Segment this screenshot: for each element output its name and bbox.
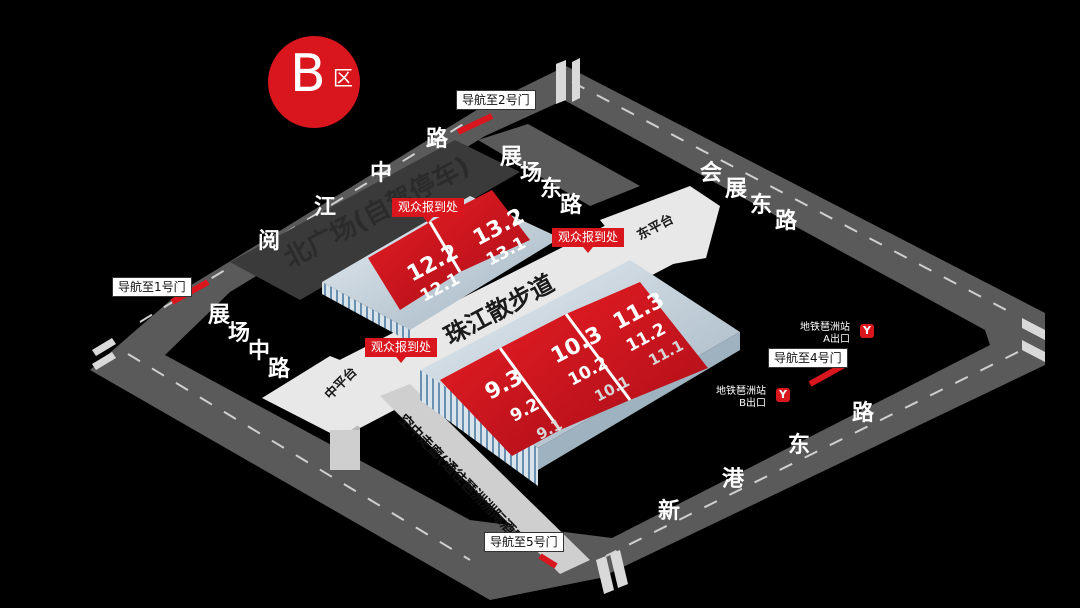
svg-text:阅: 阅 [258,229,280,254]
svg-text:场: 场 [228,321,250,346]
svg-text:展: 展 [725,177,747,202]
metro-exit-a-line2: A出口 [823,334,850,345]
hall-9 [440,348,560,456]
svg-text:东: 东 [540,176,562,202]
svg-text:江: 江 [314,195,336,220]
metro-icon: Y [776,388,790,402]
walkway-deck [300,208,700,428]
registration-tag-middle[interactable]: 观众报到处 [365,338,438,363]
crosswalks [92,58,1045,594]
svg-text:路: 路 [268,356,291,382]
registration-tag-north[interactable]: 观众报到处 [392,198,465,223]
hall-11 [566,282,708,400]
svg-text:会: 会 [700,160,722,186]
gate-1-nav-button[interactable]: 导航至1号门 [112,277,192,297]
svg-text:场: 场 [520,161,542,186]
middle-platform [262,356,410,438]
svg-text:路: 路 [775,208,798,234]
svg-text:东: 东 [788,432,810,458]
gate-2-nav-button[interactable]: 导航至2号门 [456,90,536,110]
north-plaza [230,140,520,300]
metro-exit-b[interactable]: 地铁琶洲站 B出口 [716,386,766,410]
svg-text:展: 展 [500,145,522,170]
svg-text:港: 港 [722,467,745,492]
hall-12 [368,222,460,310]
svg-text:路: 路 [852,400,875,426]
gate-5-nav-button[interactable]: 导航至5号门 [484,532,564,552]
svg-text:路: 路 [560,192,583,218]
registration-tag-east[interactable]: 观众报到处 [552,228,625,253]
road-north-label: 阅 江 中 路 [258,126,449,254]
svg-text:中: 中 [248,339,270,364]
svg-text:中: 中 [370,161,392,186]
gate-4-nav-button[interactable]: 导航至4号门 [768,348,848,368]
road-inner-label: 展 场 东 路 [500,145,583,218]
road-east-label: 会 展 东 路 [700,160,798,234]
inner-road [478,124,640,206]
svg-text:路: 路 [426,126,449,152]
svg-text:展: 展 [208,303,230,328]
zone-letter: B [290,44,326,104]
zone-badge [268,36,360,128]
metro-exit-a-line1: 地铁琶洲站 [800,322,850,333]
metro-exit-b-line2: B出口 [739,398,766,409]
zone-suffix: 区 [333,66,353,90]
svg-text:东: 东 [750,192,772,218]
metro-icon: Y [860,324,874,338]
south-halls [420,260,740,486]
sky-corridor [380,384,590,574]
metro-exit-b-line1: 地铁琶洲站 [716,386,766,397]
road-south-label: 新 港 东 路 [658,400,875,524]
svg-text:新: 新 [658,498,680,524]
hall-10 [500,314,630,430]
metro-exit-a[interactable]: 地铁琶洲站 A出口 [800,322,850,346]
road-west-label: 展 场 中 路 [208,303,291,382]
